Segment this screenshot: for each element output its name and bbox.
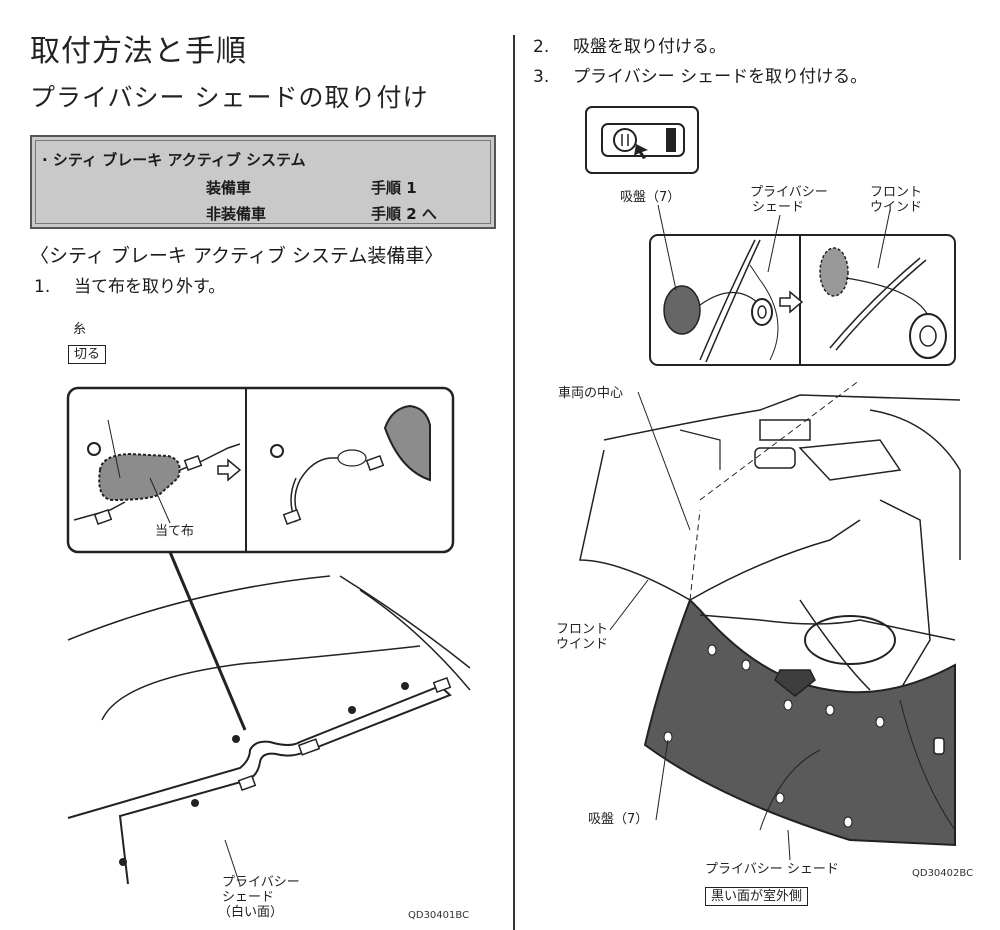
- system-info-box: · シティ ブレーキ アクティブ システム 装備車 手順 1 非装備車 手順 2…: [30, 135, 496, 229]
- right-inset-frame: [649, 234, 956, 366]
- patch-label: 当て布: [155, 524, 195, 539]
- system-info-box-inner: · シティ ブレーキ アクティブ システム 装備車 手順 1 非装備車 手順 2…: [35, 140, 491, 224]
- cut-label: 切る: [68, 345, 107, 364]
- windshield-side-label-line1: フロント: [556, 622, 609, 637]
- cursor-icon: [634, 144, 648, 159]
- vehicle-center-label: 車両の中心: [558, 386, 624, 401]
- left-figure-code: QD30401BC: [408, 910, 470, 921]
- suction-position: [819, 247, 849, 297]
- removed-patch: [383, 404, 431, 482]
- clip-hole: [87, 442, 101, 456]
- rear-mirror: [754, 447, 796, 469]
- button-icon: [613, 128, 637, 152]
- arrow-icon: [217, 458, 242, 482]
- system-box-heading: · シティ ブレーキ アクティブ システム: [42, 151, 306, 169]
- equipped-section-heading: 〈シティ ブレーキ アクティブ システム装備車〉: [30, 245, 444, 267]
- step-1-text: 当て布を取り外す。: [74, 277, 226, 297]
- step-3-number: 3.: [533, 67, 550, 87]
- sensor-unit: [759, 419, 811, 441]
- step-3-text: プライバシー シェードを取り付ける。: [573, 67, 868, 87]
- step-2-number: 2.: [533, 37, 550, 57]
- step-2: 2. 吸盤を取り付ける。: [533, 32, 726, 57]
- step-1: 1. 当て布を取り外す。: [34, 272, 225, 297]
- right-figure-code: QD30402BC: [912, 868, 974, 879]
- thread-label: 糸: [73, 322, 87, 337]
- shade-label-line1: プライバシー: [222, 875, 300, 890]
- privacy-shade-installed: [643, 598, 956, 847]
- windshield-top-label-line2: ウインド: [870, 200, 923, 215]
- system-row-equipped-label: 装備車: [206, 179, 252, 197]
- system-row-unequipped-step: 手順 2 へ: [371, 205, 437, 223]
- system-row-unequipped-label: 非装備車: [206, 205, 267, 223]
- windshield-top-label-line1: フロント: [870, 185, 923, 200]
- step-2-text: 吸盤を取り付ける。: [573, 37, 726, 57]
- section-title: プライバシー シェードの取り付け: [30, 83, 429, 112]
- column-divider: [513, 35, 515, 930]
- shade-label-line2: シェード: [222, 890, 275, 905]
- page-title: 取付方法と手順: [30, 34, 247, 69]
- suction-cup: [663, 285, 701, 335]
- shade-top-label-line1: プライバシー: [750, 185, 828, 200]
- system-row-equipped-step: 手順 1: [371, 179, 417, 197]
- suction-cup-label-2: 吸盤（7）: [588, 812, 649, 827]
- shade-bottom-label: プライバシー シェード: [705, 862, 839, 877]
- step-3: 3. プライバシー シェードを取り付ける。: [533, 62, 867, 87]
- windshield-side-label-line2: ウインド: [556, 637, 609, 652]
- shade-label-line3: （白い面）: [218, 905, 284, 920]
- step-1-number: 1.: [34, 277, 51, 297]
- shade-top-label-line2: シェード: [752, 200, 805, 215]
- steering-wheel: [804, 615, 896, 665]
- patch-cloth: [98, 452, 181, 502]
- suction-cup-label: 吸盤（7）: [620, 190, 681, 205]
- black-side-label: 黒い面が室外側: [705, 887, 809, 906]
- arrow-icon-right: [779, 290, 804, 314]
